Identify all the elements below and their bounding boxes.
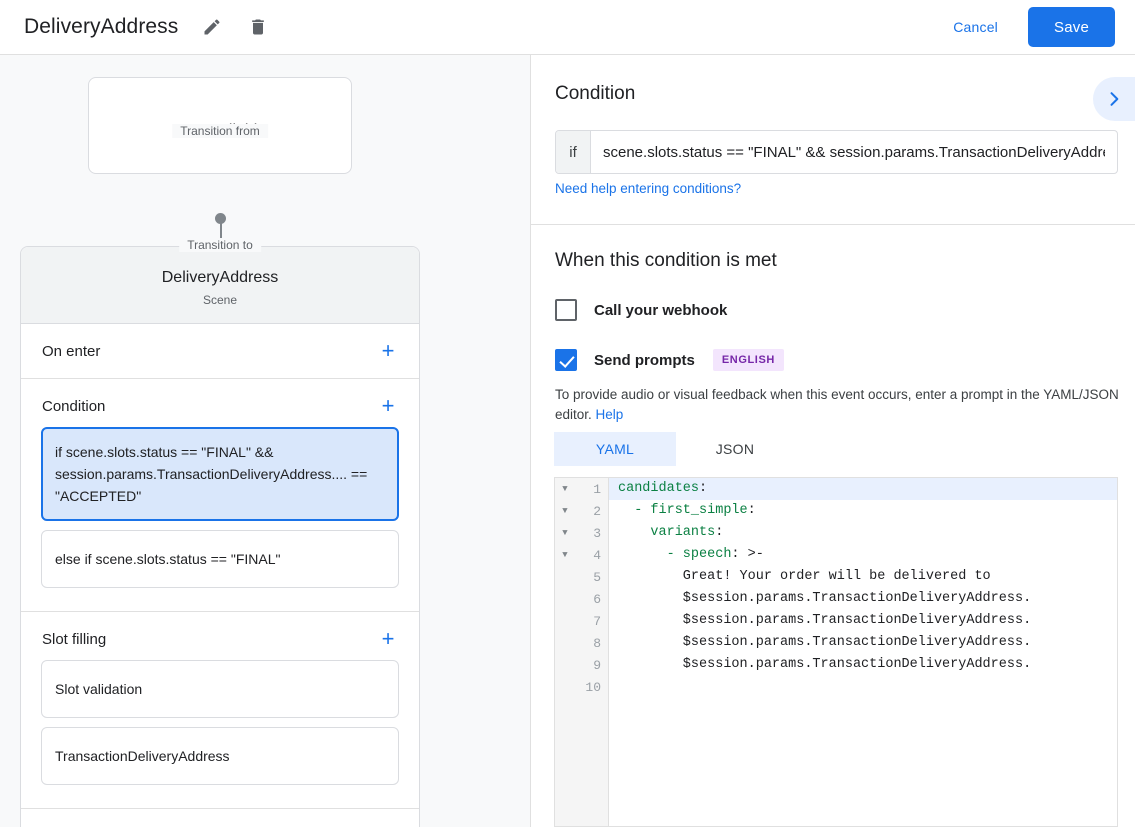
editor-code-area[interactable]: candidates: - first_simple: variants: - … — [609, 478, 1117, 826]
condition-if-label: if — [556, 131, 591, 173]
page-title: DeliveryAddress — [24, 15, 179, 38]
trash-icon-svg — [252, 19, 265, 35]
gutter-row: 8 — [555, 632, 608, 654]
code-line: - speech: >- — [666, 547, 764, 562]
section-body-slot-filling: Slot validation TransactionDeliveryAddre… — [21, 660, 419, 808]
gutter-row: ▼2 — [555, 500, 608, 522]
code-line: Great! Your order will be delivered to — [618, 569, 991, 584]
scene-flow-panel: Not available Transition from Transition… — [0, 55, 530, 827]
gutter-row: 7 — [555, 610, 608, 632]
add-on-enter-button[interactable]: + — [381, 338, 395, 363]
fold-triangle-icon[interactable]: ▼ — [562, 528, 568, 538]
add-condition-button[interactable]: + — [381, 393, 395, 418]
language-badge: ENGLISH — [712, 349, 784, 371]
section-title-condition: Condition — [42, 397, 106, 415]
line-number: 10 — [585, 679, 601, 695]
trash-icon[interactable] — [246, 15, 270, 39]
gutter-row: ▼3 — [555, 522, 608, 544]
add-slot-filling-button[interactable]: + — [381, 626, 395, 651]
scene-name: DeliveryAddress — [161, 269, 279, 286]
section-header-slot-filling[interactable]: Slot filling + — [21, 612, 419, 660]
line-number: 4 — [593, 547, 601, 563]
pencil-icon-svg — [204, 19, 220, 35]
section-title-slot-filling: Slot filling — [42, 630, 107, 648]
condition-heading: Condition — [555, 83, 636, 104]
editor-tabs: YAML JSON — [554, 432, 794, 466]
transition-to-card: DeliveryAddress Scene On enter + Conditi… — [20, 246, 420, 827]
transition-from-legend: Transition from — [172, 124, 268, 138]
top-app-bar: DeliveryAddress Cancel Save — [0, 0, 1135, 55]
section-body-condition: if scene.slots.status == "FINAL" && sess… — [21, 427, 419, 611]
prompt-description: To provide audio or visual feedback when… — [555, 385, 1120, 425]
line-number: 8 — [593, 635, 601, 651]
section-header-custom-intent-handling[interactable]: Custom intent handling + — [21, 809, 419, 827]
condition-detail-panel: Condition if Need help entering conditio… — [531, 55, 1135, 827]
when-condition-met-heading: When this condition is met — [555, 250, 777, 271]
tab-json[interactable]: JSON — [715, 441, 755, 457]
gutter-row: 6 — [555, 588, 608, 610]
send-prompts-row: Send prompts ENGLISH — [555, 349, 784, 371]
gutter-row: ▼1 — [555, 478, 608, 500]
code-line — [609, 676, 1117, 698]
line-number: 9 — [593, 657, 601, 673]
add-custom-intent-button[interactable]: + — [377, 825, 399, 827]
tab-yaml[interactable]: YAML — [554, 432, 676, 466]
gutter-row: 10 — [555, 676, 608, 698]
call-webhook-row: Call your webhook — [555, 299, 727, 321]
fold-triangle-icon[interactable]: ▼ — [562, 550, 568, 560]
send-prompts-label: Send prompts — [594, 351, 695, 369]
scene-header: DeliveryAddress Scene — [21, 247, 419, 324]
section-custom-intent-handling: Custom intent handling + — [21, 809, 419, 827]
slot-item-transaction-delivery-address[interactable]: TransactionDeliveryAddress — [41, 727, 399, 785]
line-number: 2 — [593, 503, 601, 519]
code-line: - first_simple: — [634, 503, 756, 518]
section-header-on-enter[interactable]: On enter + — [21, 324, 419, 378]
call-webhook-checkbox[interactable] — [555, 299, 577, 321]
code-line: $session.params.TransactionDeliveryAddre… — [618, 635, 1032, 650]
line-number: 3 — [593, 525, 601, 541]
fold-triangle-icon[interactable]: ▼ — [562, 484, 568, 494]
condition-input[interactable] — [591, 131, 1117, 173]
line-number: 5 — [593, 569, 601, 585]
condition-input-row: if — [555, 130, 1118, 174]
section-divider — [531, 224, 1135, 225]
save-button[interactable]: Save — [1028, 7, 1115, 47]
line-number: 6 — [593, 591, 601, 607]
transition-to-legend: Transition to — [179, 238, 261, 252]
fold-triangle-icon[interactable]: ▼ — [562, 506, 568, 516]
condition-item-selected[interactable]: if scene.slots.status == "FINAL" && sess… — [41, 427, 399, 521]
gutter-row: 9 — [555, 654, 608, 676]
section-title-on-enter: On enter — [42, 342, 101, 360]
code-line: candidates: — [609, 478, 1117, 500]
slot-validation-item[interactable]: Slot validation — [41, 660, 399, 718]
chevron-right-icon[interactable] — [1093, 77, 1135, 121]
section-condition: Condition + if scene.slots.status == "FI… — [21, 379, 419, 612]
code-line: $session.params.TransactionDeliveryAddre… — [618, 591, 1032, 606]
pencil-icon[interactable] — [200, 15, 224, 39]
panel-divider — [530, 55, 531, 827]
line-number: 7 — [593, 613, 601, 629]
code-line: variants: — [650, 525, 724, 540]
send-prompts-checkbox[interactable] — [555, 349, 577, 371]
section-on-enter: On enter + — [21, 324, 419, 379]
code-line: $session.params.TransactionDeliveryAddre… — [618, 613, 1032, 628]
chevron-right-icon-svg — [1110, 92, 1119, 106]
line-number: 1 — [593, 481, 601, 497]
top-bar-actions: Cancel Save — [935, 7, 1115, 47]
gutter-row: ▼4 — [555, 544, 608, 566]
gutter-row: 5 — [555, 566, 608, 588]
call-webhook-label: Call your webhook — [594, 301, 728, 319]
code-line: $session.params.TransactionDeliveryAddre… — [618, 657, 1032, 672]
section-slot-filling: Slot filling + Slot validation Transacti… — [21, 612, 419, 809]
scene-type: Scene — [202, 293, 238, 307]
section-header-condition[interactable]: Condition + — [21, 379, 419, 427]
condition-help-link[interactable]: Need help entering conditions? — [555, 181, 742, 196]
condition-item[interactable]: else if scene.slots.status == "FINAL" — [41, 530, 399, 588]
prompt-description-text: To provide audio or visual feedback when… — [555, 387, 1119, 422]
cancel-button[interactable]: Cancel — [935, 11, 1016, 43]
prompt-help-link[interactable]: Help — [595, 407, 624, 422]
